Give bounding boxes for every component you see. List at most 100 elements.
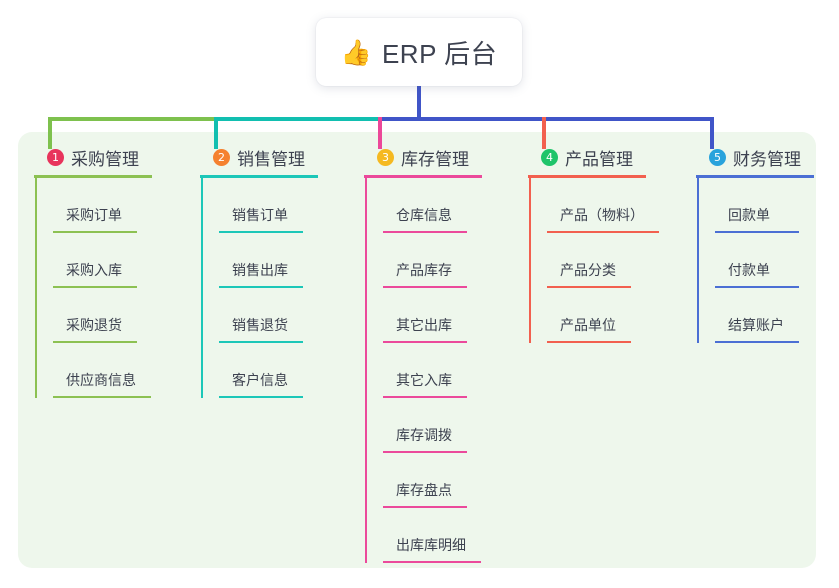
leaf-item-label: 其它入库 xyxy=(396,372,452,388)
leaf-item-label: 库存盘点 xyxy=(396,482,452,498)
branch-header-rule xyxy=(696,175,814,178)
branch-title: 财务管理 xyxy=(733,149,801,169)
branch-header-rule xyxy=(364,175,482,178)
leaf-item-rule xyxy=(715,341,799,343)
branch-header[interactable]: 3 库存管理 xyxy=(360,146,510,169)
leaf-item-label: 产品（物料） xyxy=(560,207,644,223)
leaf-item-label: 客户信息 xyxy=(232,372,288,388)
leaf-item-rule xyxy=(53,396,151,398)
branch-header[interactable]: 4 产品管理 xyxy=(524,146,679,169)
branch-number-badge: 5 xyxy=(709,148,726,166)
branch-title: 产品管理 xyxy=(565,149,633,169)
branch-drop-line xyxy=(542,117,546,149)
branch-drop-line xyxy=(48,117,52,149)
leaf-item-label: 产品分类 xyxy=(560,262,616,278)
branches-panel xyxy=(18,132,816,568)
connector-segment xyxy=(214,117,382,121)
root-node[interactable]: 👍 ERP 后台 xyxy=(316,18,522,86)
branch-header[interactable]: 1 采购管理 xyxy=(30,146,180,169)
leaf-item-label: 付款单 xyxy=(728,262,770,278)
branch-spine-line xyxy=(529,178,531,343)
leaf-item[interactable]: 库存调拨 xyxy=(374,398,510,453)
leaf-item-rule xyxy=(383,231,467,233)
leaf-item[interactable]: 其它出库 xyxy=(374,288,510,343)
leaf-item-rule xyxy=(715,286,799,288)
root-node-label: ERP 后台 xyxy=(381,38,498,69)
leaf-item[interactable]: 仓库信息 xyxy=(374,178,510,233)
leaf-item-rule xyxy=(219,231,303,233)
leaf-item-rule xyxy=(383,286,467,288)
connector-segment xyxy=(378,117,546,121)
leaf-item[interactable]: 产品单位 xyxy=(538,288,679,343)
leaf-item-label: 仓库信息 xyxy=(396,207,452,223)
branch-column-4[interactable]: 4 产品管理产品（物料） 产品分类产品单位 xyxy=(524,146,679,343)
branch-spine-line xyxy=(697,178,699,343)
connector-segment xyxy=(48,117,218,121)
leaf-item[interactable]: 客户信息 xyxy=(210,343,346,398)
branch-header[interactable]: 5 财务管理 xyxy=(692,146,839,169)
leaf-item[interactable]: 采购退货 xyxy=(44,288,180,343)
branch-number-badge: 1 xyxy=(47,148,64,166)
leaf-item-rule xyxy=(547,286,631,288)
leaf-item[interactable]: 供应商信息 xyxy=(44,343,180,398)
branch-drop-line xyxy=(214,117,218,149)
connector-segment xyxy=(542,117,714,121)
branch-column-1[interactable]: 1 采购管理采购订单采购入库采购退货供应商信息 xyxy=(30,146,180,398)
branch-leaf-list: 采购订单采购入库采购退货供应商信息 xyxy=(30,178,180,398)
leaf-item[interactable]: 销售订单 xyxy=(210,178,346,233)
leaf-item[interactable]: 回款单 xyxy=(706,178,839,233)
leaf-item[interactable]: 产品（物料） xyxy=(538,178,679,233)
leaf-item[interactable]: 出库库明细 xyxy=(374,508,510,563)
branch-column-2[interactable]: 2 销售管理销售订单销售出库销售退货客户信息 xyxy=(196,146,346,398)
leaf-item-label: 销售退货 xyxy=(232,317,288,333)
branch-number-badge: 3 xyxy=(377,148,394,166)
leaf-item[interactable]: 采购订单 xyxy=(44,178,180,233)
branch-number-badge: 4 xyxy=(541,148,558,166)
leaf-item-rule xyxy=(547,341,631,343)
leaf-item-label: 销售出库 xyxy=(232,262,288,278)
leaf-item-label: 产品单位 xyxy=(560,317,616,333)
branch-spine-line xyxy=(35,178,37,398)
branch-leaf-list: 产品（物料） 产品分类产品单位 xyxy=(524,178,679,343)
leaf-item-rule xyxy=(219,341,303,343)
branch-spine-line xyxy=(365,178,367,563)
leaf-item-label: 结算账户 xyxy=(728,317,784,333)
branch-title: 库存管理 xyxy=(401,149,469,169)
leaf-item-label: 其它出库 xyxy=(396,317,452,333)
branch-column-5[interactable]: 5 财务管理回款单付款单结算账户 xyxy=(692,146,839,343)
branch-number-badge: 2 xyxy=(213,148,230,166)
branch-header[interactable]: 2 销售管理 xyxy=(196,146,346,169)
branch-leaf-list: 回款单付款单结算账户 xyxy=(692,178,839,343)
branch-header-rule xyxy=(34,175,152,178)
branch-spine-line xyxy=(201,178,203,398)
leaf-item-label: 采购入库 xyxy=(66,262,122,278)
leaf-item-rule xyxy=(547,231,659,233)
leaf-item-rule xyxy=(383,396,467,398)
branch-leaf-list: 销售订单销售出库销售退货客户信息 xyxy=(196,178,346,398)
leaf-item[interactable]: 付款单 xyxy=(706,233,839,288)
branch-title: 采购管理 xyxy=(71,149,139,169)
leaf-item[interactable]: 销售出库 xyxy=(210,233,346,288)
leaf-item[interactable]: 产品分类 xyxy=(538,233,679,288)
leaf-item-rule xyxy=(53,341,137,343)
leaf-item[interactable]: 结算账户 xyxy=(706,288,839,343)
leaf-item[interactable]: 其它入库 xyxy=(374,343,510,398)
leaf-item-label: 回款单 xyxy=(728,207,770,223)
leaf-item-rule xyxy=(715,231,799,233)
branch-title: 销售管理 xyxy=(237,149,305,169)
leaf-item-rule xyxy=(53,231,137,233)
thumbs-up-icon: 👍 xyxy=(340,37,372,67)
root-stem-line xyxy=(417,86,421,121)
leaf-item-rule xyxy=(383,506,467,508)
branch-drop-line xyxy=(710,117,714,149)
leaf-item-label: 销售订单 xyxy=(232,207,288,223)
leaf-item-label: 供应商信息 xyxy=(66,372,136,388)
leaf-item[interactable]: 产品库存 xyxy=(374,233,510,288)
leaf-item-label: 采购订单 xyxy=(66,207,122,223)
leaf-item[interactable]: 销售退货 xyxy=(210,288,346,343)
branch-column-3[interactable]: 3 库存管理仓库信息产品库存其它出库其它入库库存调拨库存盘点出库库明细 xyxy=(360,146,510,563)
leaf-item[interactable]: 采购入库 xyxy=(44,233,180,288)
leaf-item-label: 产品库存 xyxy=(396,262,452,278)
leaf-item[interactable]: 库存盘点 xyxy=(374,453,510,508)
